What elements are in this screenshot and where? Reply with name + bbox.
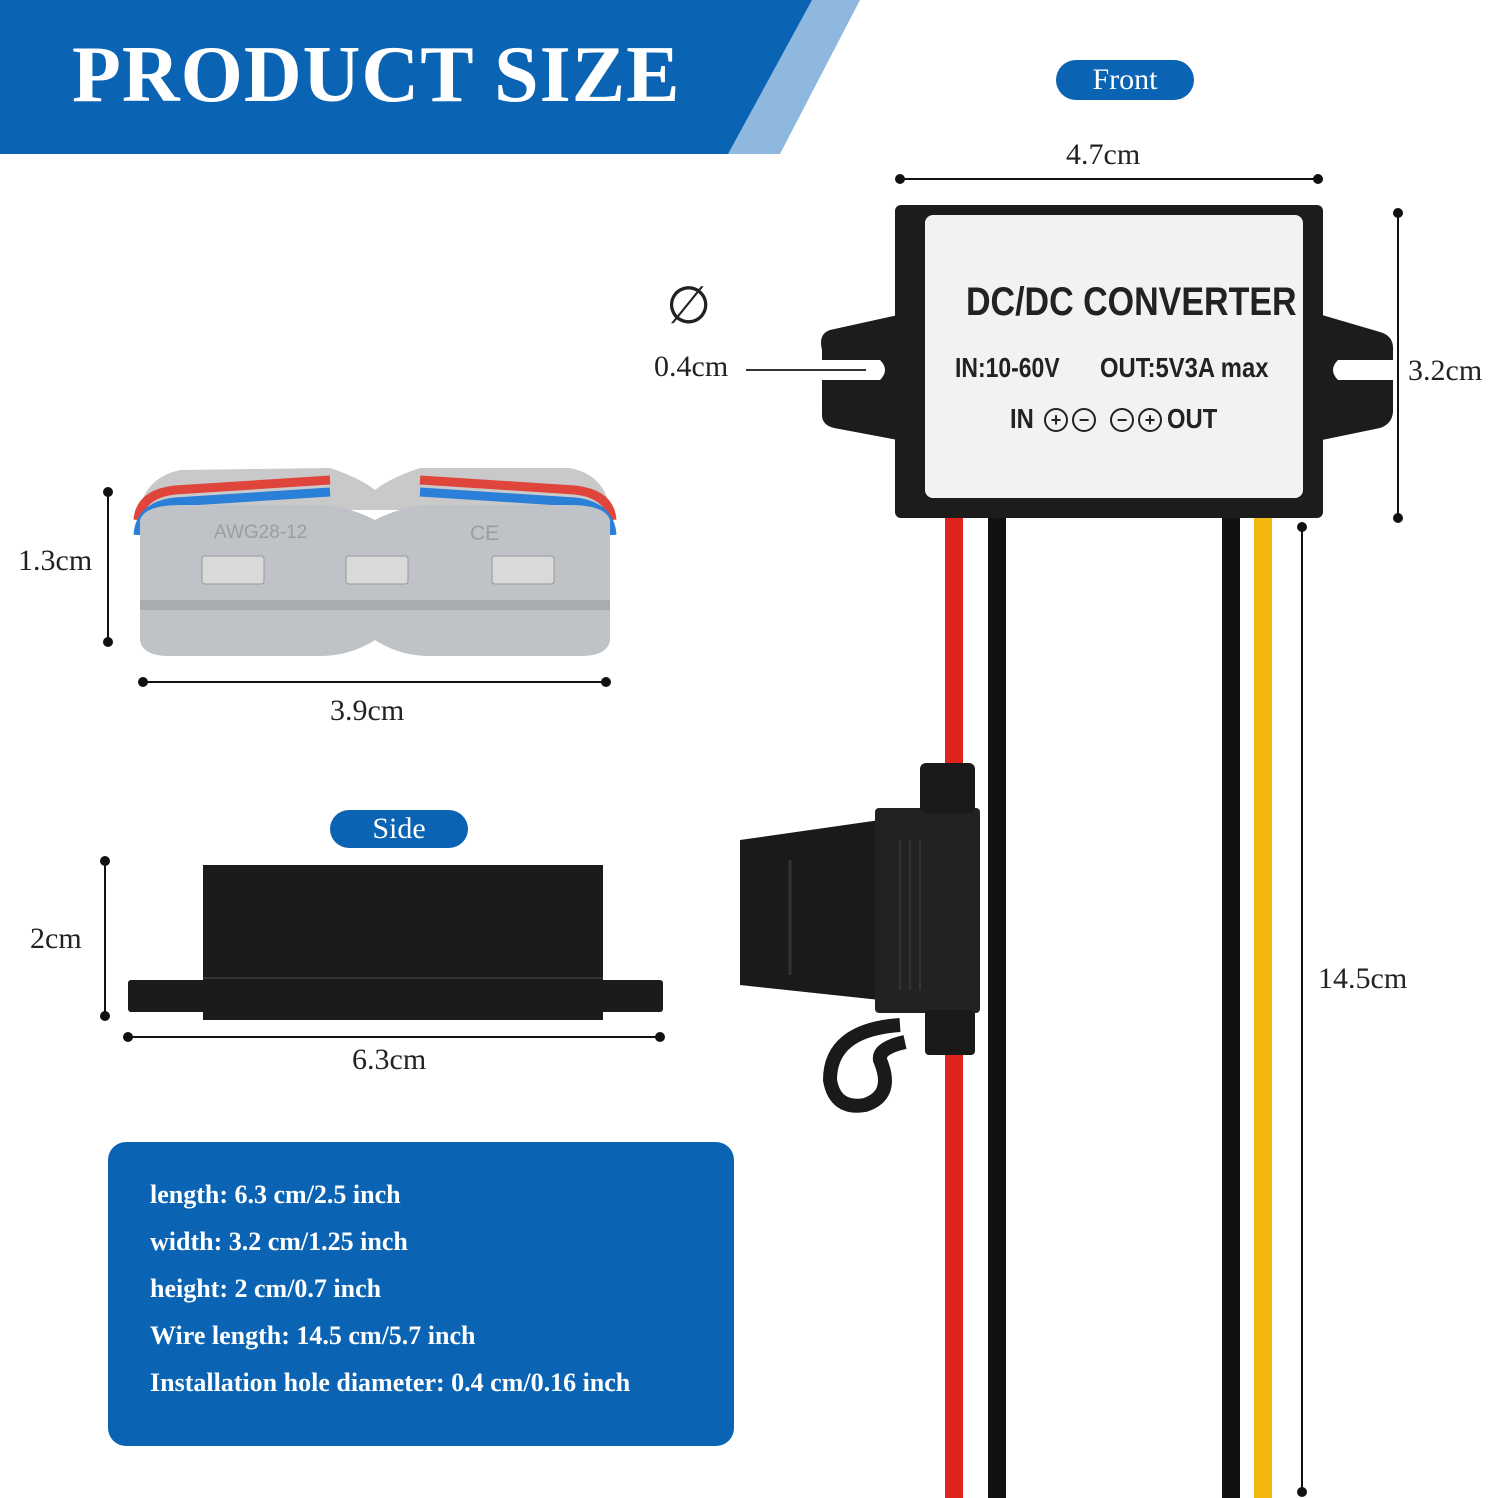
- wire-length-dimension: [1297, 522, 1307, 1497]
- converter-title: DC/DC CONVERTER: [966, 280, 1297, 324]
- converter-in-minus: −: [1072, 408, 1096, 432]
- converter-side-view: [100, 856, 665, 1042]
- fuse-holder: [740, 763, 980, 1113]
- converter-out-label: OUT: [1167, 403, 1218, 434]
- wire-length-label: 14.5cm: [1318, 962, 1408, 995]
- front-width-dimension: [895, 174, 1323, 184]
- side-width-dimension: [123, 1032, 665, 1042]
- mounting-ears: [821, 315, 1394, 440]
- spec-length: length: 6.3 cm/2.5 inch: [150, 1180, 401, 1209]
- hole-diameter-label: 0.4cm: [654, 350, 729, 383]
- connector-height-label: 1.3cm: [18, 544, 93, 577]
- connector-height-dimension: [103, 487, 113, 647]
- converter-in-plus: +: [1044, 408, 1068, 432]
- specifications-panel: length: 6.3 cm/2.5 inch width: 3.2 cm/1.…: [108, 1142, 734, 1446]
- spec-width: width: 3.2 cm/1.25 inch: [150, 1227, 408, 1256]
- front-height-label: 3.2cm: [1408, 354, 1483, 387]
- connector-width-dimension: [138, 677, 611, 687]
- wire-connector: [103, 468, 617, 687]
- converter-out-plus: +: [1138, 408, 1162, 432]
- page-title: PRODUCT SIZE: [72, 31, 681, 119]
- connector-width-label: 3.9cm: [330, 694, 405, 727]
- converter-out-minus: −: [1110, 408, 1134, 432]
- side-height-dimension: [100, 856, 110, 1021]
- connector-ce-mark: CE: [470, 522, 500, 545]
- connector-marking: AWG28-12: [214, 522, 308, 543]
- spec-height: height: 2 cm/0.7 inch: [150, 1274, 382, 1303]
- front-tag: Front: [1056, 60, 1194, 100]
- converter-input-spec: IN:10-60V: [955, 352, 1060, 383]
- converter-output-spec: OUT:5V3A max: [1100, 352, 1269, 383]
- side-tag: Side: [330, 810, 468, 848]
- spec-hole-diameter: Installation hole diameter: 0.4 cm/0.16 …: [150, 1368, 631, 1397]
- front-height-dimension: [1393, 208, 1403, 523]
- wires: [945, 505, 1272, 1498]
- hole-diameter-symbol: ∅: [666, 278, 712, 335]
- side-width-label: 6.3cm: [352, 1043, 427, 1076]
- header-banner: [0, 0, 860, 154]
- side-height-label: 2cm: [30, 922, 82, 955]
- front-width-label: 4.7cm: [1066, 138, 1141, 171]
- spec-wire-length: Wire length: 14.5 cm/5.7 inch: [150, 1321, 476, 1350]
- converter-in-label: IN: [1010, 403, 1034, 434]
